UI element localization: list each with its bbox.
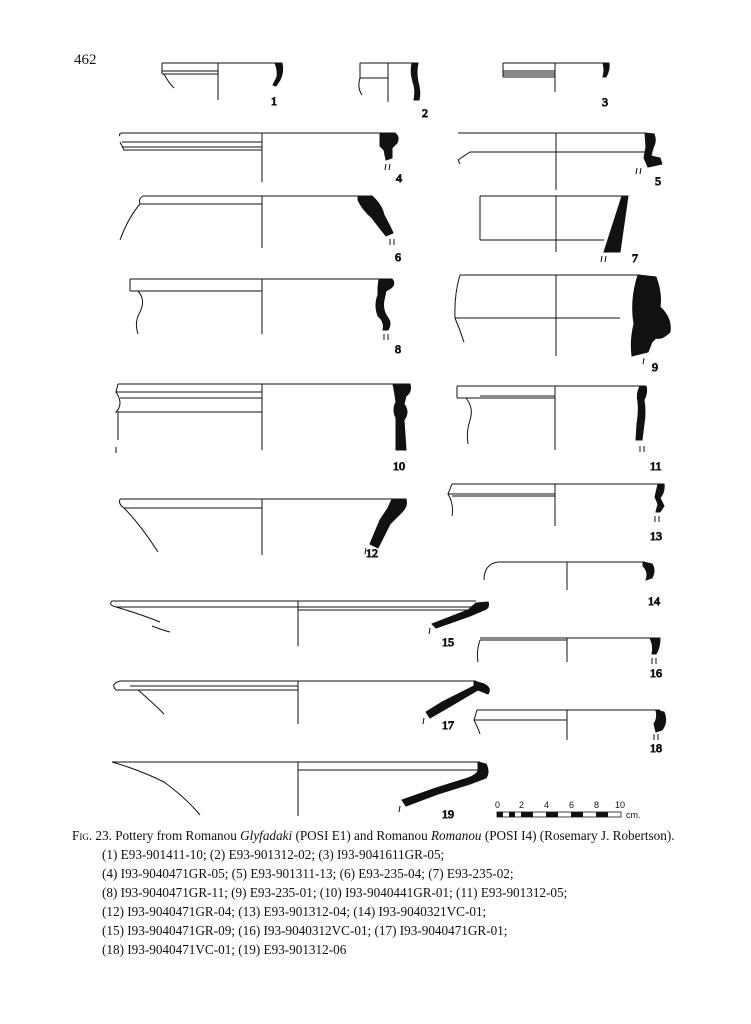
sherd-19-drawing xyxy=(111,761,489,816)
sherd-12-drawing xyxy=(119,498,407,555)
sherd-2-drawing xyxy=(358,62,421,102)
sherd-1-label: 1 xyxy=(271,94,277,108)
caption-entry: (4) I93-9040471GR-05; (5) E93-901311-13;… xyxy=(102,866,514,881)
sherd-15-drawing xyxy=(110,600,489,646)
sherd-2-label: 2 xyxy=(422,106,428,120)
scale-bar xyxy=(496,811,622,818)
scale-tick-4: 4 xyxy=(544,800,549,810)
caption-entry: (8) I93-9040471GR-11; (9) E93-235-01; (1… xyxy=(102,885,568,900)
caption-site-2: Romanou xyxy=(430,828,482,843)
caption-heading: Fig. 23. Pottery from Romanou Glyfadaki … xyxy=(72,826,682,845)
sherd-7-drawing xyxy=(479,195,629,263)
sherd-18-label: 18 xyxy=(650,741,662,755)
sherd-18-drawing xyxy=(473,709,667,740)
caption-entry: (15) I93-9040471GR-09; (16) I93-9040312V… xyxy=(102,923,508,938)
sherd-16-label: 16 xyxy=(650,666,662,680)
page-number: 462 xyxy=(74,52,97,68)
scale-tick-6: 6 xyxy=(569,800,574,810)
sherd-4-drawing xyxy=(118,132,399,182)
sherd-15-label: 15 xyxy=(442,635,454,649)
sherd-14-label: 14 xyxy=(648,594,660,608)
sherd-3-drawing xyxy=(502,62,610,92)
scale-tick-10: 10 xyxy=(615,800,625,810)
sherd-10-label: 10 xyxy=(393,459,405,473)
caption-text-c: (POSI I4) (Rosemary J. Robertson). xyxy=(481,828,675,843)
sherd-1-drawing xyxy=(161,62,284,100)
figure-label: Fig. 23. xyxy=(72,828,112,843)
scale-tick-2: 2 xyxy=(519,800,524,810)
sherd-9-drawing xyxy=(454,274,671,365)
scale-tick-0: 0 xyxy=(495,800,500,810)
sherd-8-drawing xyxy=(129,278,395,340)
caption-text-a: Pottery from Romanou xyxy=(115,828,241,843)
sherd-13-drawing xyxy=(447,483,665,526)
scale-tick-8: 8 xyxy=(594,800,599,810)
sherd-3-label: 3 xyxy=(602,95,608,109)
sherd-17-drawing xyxy=(113,680,490,725)
sherd-6-label: 6 xyxy=(395,250,401,264)
caption-entry: (1) E93-901411-10; (2) E93-901312-02; (3… xyxy=(102,847,445,862)
figure-caption: Fig. 23. Pottery from Romanou Glyfadaki … xyxy=(72,826,682,959)
scale-unit: cm. xyxy=(626,810,641,820)
scale-bar-ticks: 0 2 4 6 8 10 cm. xyxy=(495,800,641,820)
caption-entry: (12) I93-9040471GR-04; (13) E93-901312-0… xyxy=(102,904,487,919)
sherd-8-label: 8 xyxy=(395,342,401,356)
sherd-7-label: 7 xyxy=(632,251,638,265)
caption-site-1: Glyfadaki xyxy=(240,828,293,843)
sherd-12-label: 12 xyxy=(366,546,378,560)
sherd-5-label: 5 xyxy=(655,174,661,188)
sherd-5-drawing xyxy=(457,132,663,190)
sherd-19-label: 19 xyxy=(442,807,454,821)
sherd-11-drawing xyxy=(456,385,648,452)
sherd-4-label: 4 xyxy=(396,171,402,185)
sherd-9-label: 9 xyxy=(652,360,658,374)
caption-text-b: (POSI E1) and Romanou xyxy=(292,828,431,843)
sherd-13-label: 13 xyxy=(650,529,662,543)
sherd-11-label: 11 xyxy=(650,459,662,473)
sherd-16-drawing xyxy=(476,637,661,664)
sherd-14-drawing xyxy=(483,561,655,590)
sherd-10-drawing xyxy=(114,383,411,453)
caption-entry: (18) I93-9040471VC-01; (19) E93-901312-0… xyxy=(102,942,347,957)
sherd-17-label: 17 xyxy=(442,718,454,732)
sherd-6-drawing xyxy=(119,195,395,248)
